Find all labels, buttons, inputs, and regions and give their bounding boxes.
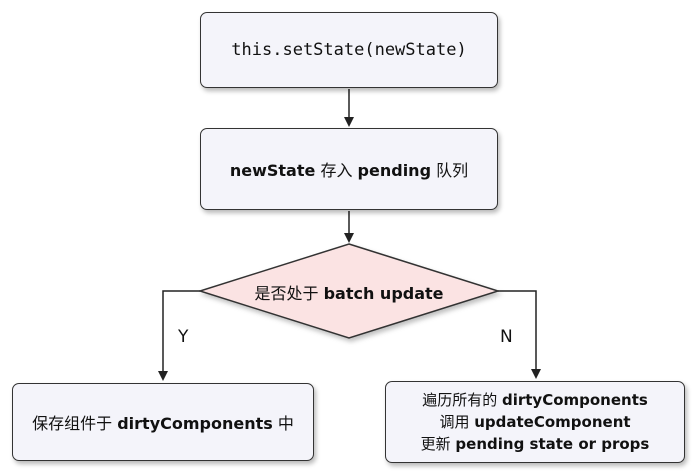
decision-node-text: 是否处于 batch update <box>200 272 498 312</box>
save-dirty-components-node: 保存组件于 dirtyComponents 中 <box>12 383 314 461</box>
decision-node-prefix: 是否处于 <box>254 284 324 303</box>
update-node-line-1: 遍历所有的 dirtyComponents <box>422 389 648 411</box>
dirty-node-dirtycomponents: dirtyComponents <box>117 414 273 433</box>
decision-diamond <box>197 243 501 339</box>
pending-node-newstate: newState <box>229 161 316 180</box>
update-line-3-pending-state: pending state or props <box>455 435 650 453</box>
decision-node-batch-update: batch update <box>323 284 444 303</box>
update-line-2-updatecomponent: updateComponent <box>474 413 631 431</box>
update-node-line-3: 更新 pending state or props <box>421 433 650 455</box>
dirty-node-prefix: 保存组件于 <box>32 414 118 433</box>
no-label: N <box>500 327 513 347</box>
arrow-no-branch <box>498 290 541 379</box>
pending-node-mid: 存入 <box>315 161 358 180</box>
update-line-3-prefix: 更新 <box>420 435 456 453</box>
pending-node-pending: pending <box>357 161 432 180</box>
setstate-node-text: this.setState(newState) <box>231 40 467 60</box>
yes-label: Y <box>178 327 189 347</box>
update-line-1-dirtycomponents: dirtyComponents <box>501 391 648 409</box>
pending-node-suffix: 队列 <box>431 161 469 180</box>
pending-queue-node: newState 存入 pending 队列 <box>200 128 498 210</box>
update-node-line-2: 调用 updateComponent <box>439 411 630 433</box>
dirty-node-suffix: 中 <box>272 414 294 433</box>
arrow-yes-branch <box>158 290 200 381</box>
update-line-1-prefix: 遍历所有的 <box>422 391 502 409</box>
update-components-node: 遍历所有的 dirtyComponents 调用 updateComponent… <box>385 381 685 463</box>
update-line-2-prefix: 调用 <box>439 413 475 431</box>
setstate-node: this.setState(newState) <box>200 12 498 88</box>
